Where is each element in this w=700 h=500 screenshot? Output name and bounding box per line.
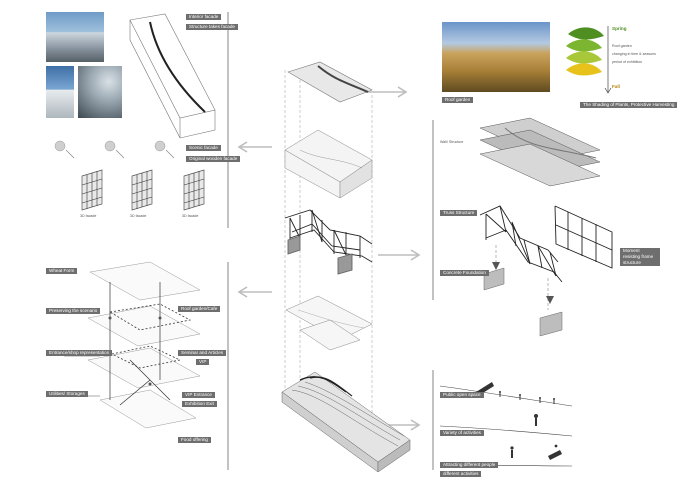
tag-vip-entrance: VIP Entrance xyxy=(182,392,215,398)
season-note-2: changing in time & seasons xyxy=(612,52,656,56)
tag-attracting-people: Attracting different people xyxy=(440,462,499,468)
season-spring: Spring xyxy=(612,26,627,31)
tag-utilities-storages: Utilities/ Storages xyxy=(46,391,88,397)
tag-roof-garden: Roof garden xyxy=(442,97,474,103)
tag-food-offering: Food offering xyxy=(178,437,211,443)
tag-seasons-caption: The Shading of Plants, Protective Harves… xyxy=(580,102,678,108)
landscape-layer xyxy=(281,371,411,473)
slab-layer xyxy=(285,295,373,351)
tag-structure-facade: Structure takes facade xyxy=(186,24,238,30)
panel-label-3: 3D facade xyxy=(182,214,199,218)
tag-moment-frame: Moment resisting frame structure xyxy=(620,248,660,266)
tag-entrance-shop: Entrance/shop representation xyxy=(46,350,113,356)
tag-wooden-facade: Original wooden facade xyxy=(186,156,241,162)
airport-photo-3 xyxy=(78,66,122,118)
season-note-1: Roof garden xyxy=(612,44,632,48)
airport-photo-1 xyxy=(46,12,104,62)
tag-preserving-scenario: Preserving the scenario xyxy=(46,308,101,314)
tag-truss-structure: Truss Structure xyxy=(440,210,478,216)
tag-exhibition-exit: Exhibition Exit xyxy=(182,401,217,407)
facade-layer xyxy=(284,129,373,199)
tag-seminar-articles: Seminar and Articles xyxy=(178,350,227,356)
tag-vip: VIP xyxy=(196,359,210,365)
tag-wall-structure: Wall/ Structure xyxy=(440,140,464,144)
tag-scenic-facade: Scenic facade xyxy=(186,145,221,151)
roof-garden-photo xyxy=(442,22,550,92)
tag-concrete-foundation: Concrete Foundation xyxy=(440,270,489,276)
season-fall: Fall xyxy=(612,84,620,89)
tag-variety-activities: Variety of activities xyxy=(440,430,484,436)
panel-label-1: 3D facade xyxy=(80,214,97,218)
tag-wheat-form: Wheat Form xyxy=(46,268,78,274)
truss-layer xyxy=(284,209,373,275)
tag-roof-garden-cafe: Roof garden/Cafe xyxy=(178,306,221,312)
season-note-3: period of exhibition xyxy=(612,60,643,64)
panel-label-2: 3D facade xyxy=(130,214,147,218)
airport-photo-2 xyxy=(46,66,74,118)
tag-different-activities: different activities xyxy=(440,471,482,477)
tag-public-open-space: Public open space xyxy=(440,392,484,398)
tag-interior-facade: Interior facade xyxy=(186,14,222,20)
roof-layer xyxy=(287,61,373,103)
